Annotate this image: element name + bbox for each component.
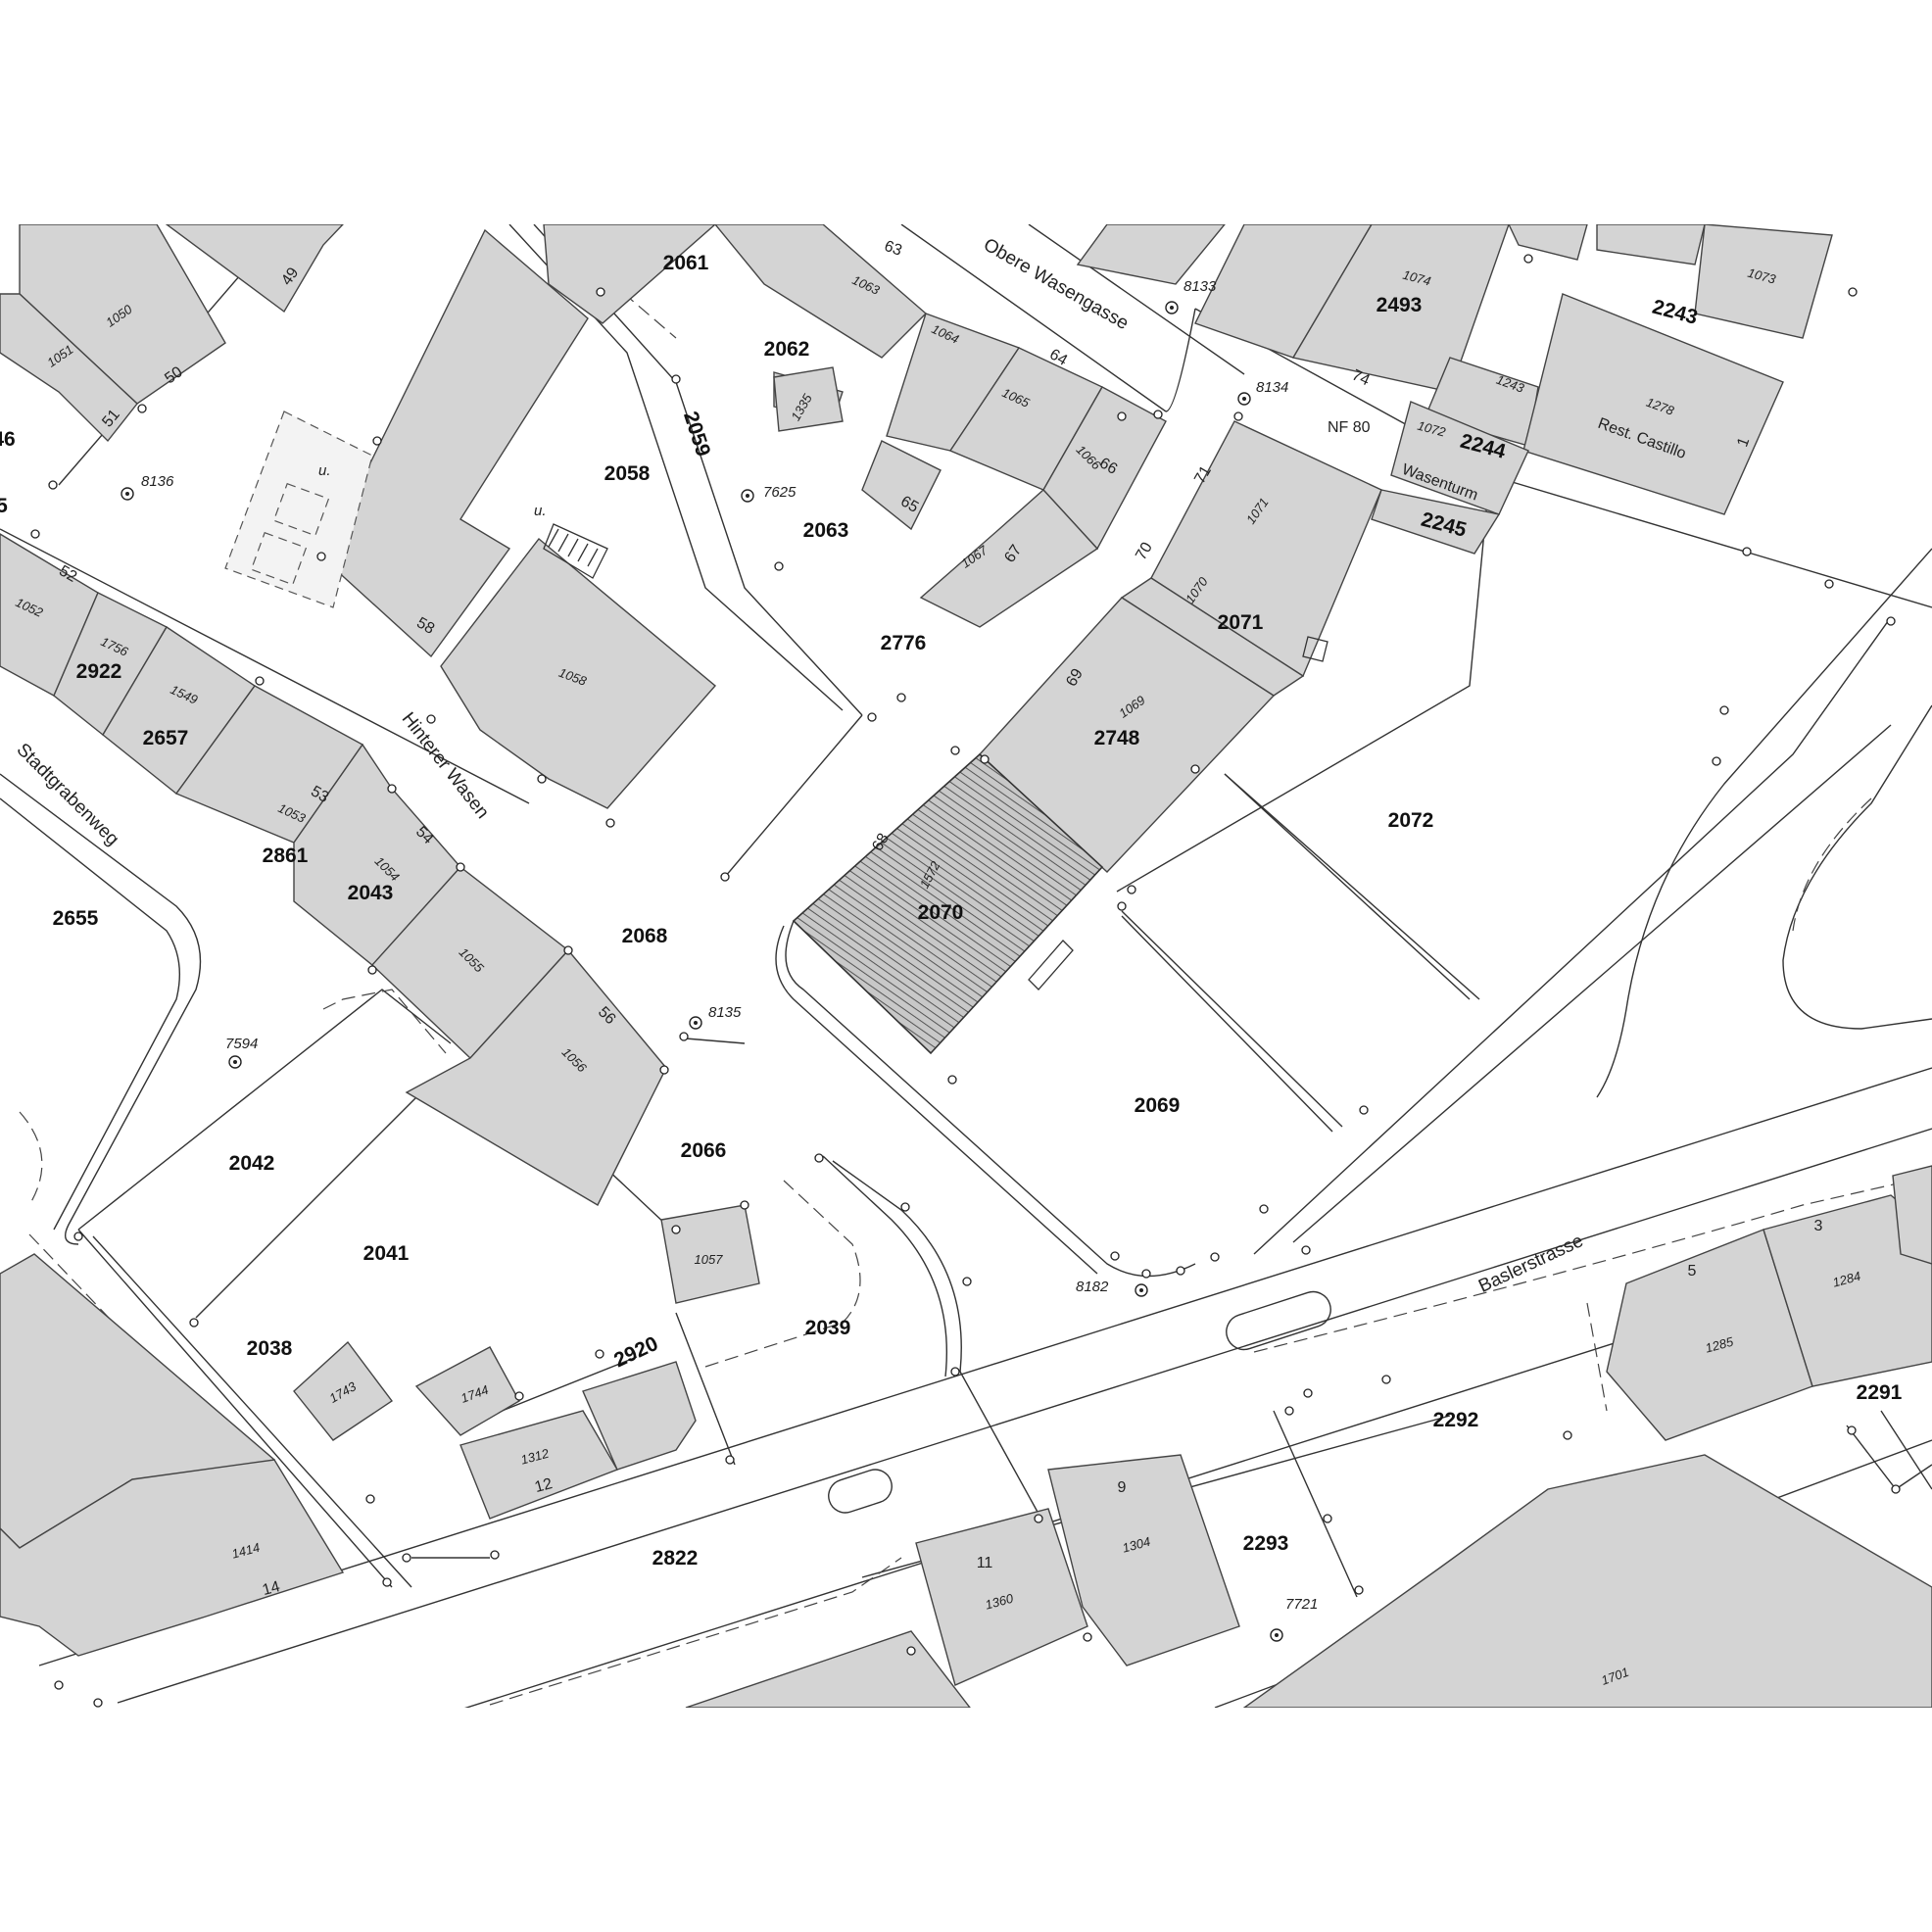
annotation-underground: u. — [534, 503, 547, 519]
annotation-underground: u. — [318, 462, 331, 479]
stairs — [543, 523, 1328, 990]
house-number: 68 — [869, 831, 893, 854]
fixpoint-label: 8135 — [708, 1004, 742, 1021]
fixpoint-label: 8136 — [141, 473, 174, 490]
building-number: 1074 — [1401, 267, 1432, 289]
building-number: 1057 — [695, 1252, 724, 1267]
house-number: 3 — [1814, 1218, 1823, 1234]
house-number: 52 — [56, 562, 79, 586]
building-number: 1360 — [984, 1590, 1016, 1612]
building-number: 1414 — [230, 1540, 262, 1562]
parcel-label: 2920 — [610, 1332, 661, 1373]
house-number: 64 — [1046, 346, 1070, 369]
house-number: 14 — [261, 1578, 282, 1599]
house-number: 70 — [1133, 540, 1156, 563]
street-label-baslerstrasse: Baslerstrasse — [1475, 1231, 1586, 1297]
house-number: 12 — [533, 1475, 555, 1496]
parcel-label: 2243 — [1650, 296, 1700, 329]
parcel-label: 2066 — [681, 1139, 727, 1162]
house-number: 53 — [308, 783, 331, 806]
parcel-label: 2072 — [1388, 809, 1434, 832]
buildings — [0, 224, 1932, 1708]
boundary-points — [30, 254, 1901, 1708]
building-1572 — [792, 752, 1104, 1055]
parcel-label: 2069 — [1135, 1094, 1181, 1117]
parcel-label: 2493 — [1377, 294, 1423, 316]
parcel-label: 2748 — [1094, 727, 1140, 749]
parcel-label: 2776 — [881, 632, 927, 654]
house-number: 65 — [897, 493, 921, 516]
parcel-label: 2039 — [805, 1317, 851, 1339]
building-number: 1284 — [1831, 1269, 1862, 1290]
building-number: 1312 — [519, 1445, 552, 1467]
building-number: 1073 — [1746, 266, 1778, 287]
map-content: Obere Wasengasse Hinterer Wasen Stadtgra… — [0, 224, 1932, 1708]
building-number: 1285 — [1704, 1333, 1736, 1355]
parcel-label: 2071 — [1218, 611, 1264, 634]
parcel-label: 2041 — [363, 1242, 410, 1265]
underground — [224, 411, 373, 608]
fixpoint-label: 8182 — [1076, 1279, 1109, 1295]
parcel-label: 2657 — [143, 727, 189, 749]
fixpoint-label: 8134 — [1256, 379, 1288, 396]
parcel-label: 2059 — [679, 409, 714, 459]
house-number: 69 — [1063, 666, 1087, 690]
parcel-label: 5 — [0, 495, 8, 517]
house-number: 74 — [1349, 366, 1372, 389]
fixpoint-label: 7625 — [763, 484, 797, 501]
parcel-label: 2070 — [918, 901, 964, 924]
parcel-label: 2822 — [652, 1547, 699, 1570]
parcel-label: 2291 — [1857, 1381, 1903, 1404]
house-number: 11 — [977, 1555, 993, 1571]
parcel-label: 46 — [0, 428, 16, 451]
parcel-label: 2292 — [1433, 1409, 1479, 1431]
parcel-label: 2061 — [663, 252, 709, 274]
house-number: 71 — [1191, 463, 1215, 487]
parcel-label: 2063 — [803, 519, 849, 542]
house-number: 63 — [882, 238, 904, 260]
parcel-label: 2038 — [247, 1337, 293, 1360]
parcel-label: 2293 — [1243, 1532, 1289, 1555]
house-number: 5 — [1688, 1263, 1697, 1280]
parcel-label: 2058 — [604, 462, 651, 485]
parcel-label: 2068 — [622, 925, 668, 947]
house-number: 66 — [1096, 455, 1120, 478]
building-1050 — [19, 224, 226, 405]
parcel-label: 2062 — [764, 338, 810, 361]
fixpoint-label: 8133 — [1183, 278, 1217, 295]
house-number: 58 — [413, 614, 437, 638]
parcel-label: 2042 — [229, 1152, 275, 1175]
fixpoint-label: 7721 — [1285, 1596, 1318, 1613]
parcel-label: 2043 — [348, 882, 394, 904]
parcel-label: 2922 — [76, 660, 122, 683]
building-number: 1072 — [1416, 418, 1448, 440]
fixpoint-marks — [121, 301, 1283, 1642]
fixpoint-label: 7594 — [225, 1036, 258, 1052]
house-number: 9 — [1118, 1479, 1127, 1496]
parcel-label: 2861 — [263, 845, 309, 867]
annotation-nf80: NF 80 — [1328, 419, 1371, 436]
building-number: 1304 — [1121, 1534, 1152, 1556]
parcel-label: 2655 — [53, 907, 99, 930]
street-label-stadtgrabenweg: Stadtgrabenweg — [13, 740, 123, 850]
